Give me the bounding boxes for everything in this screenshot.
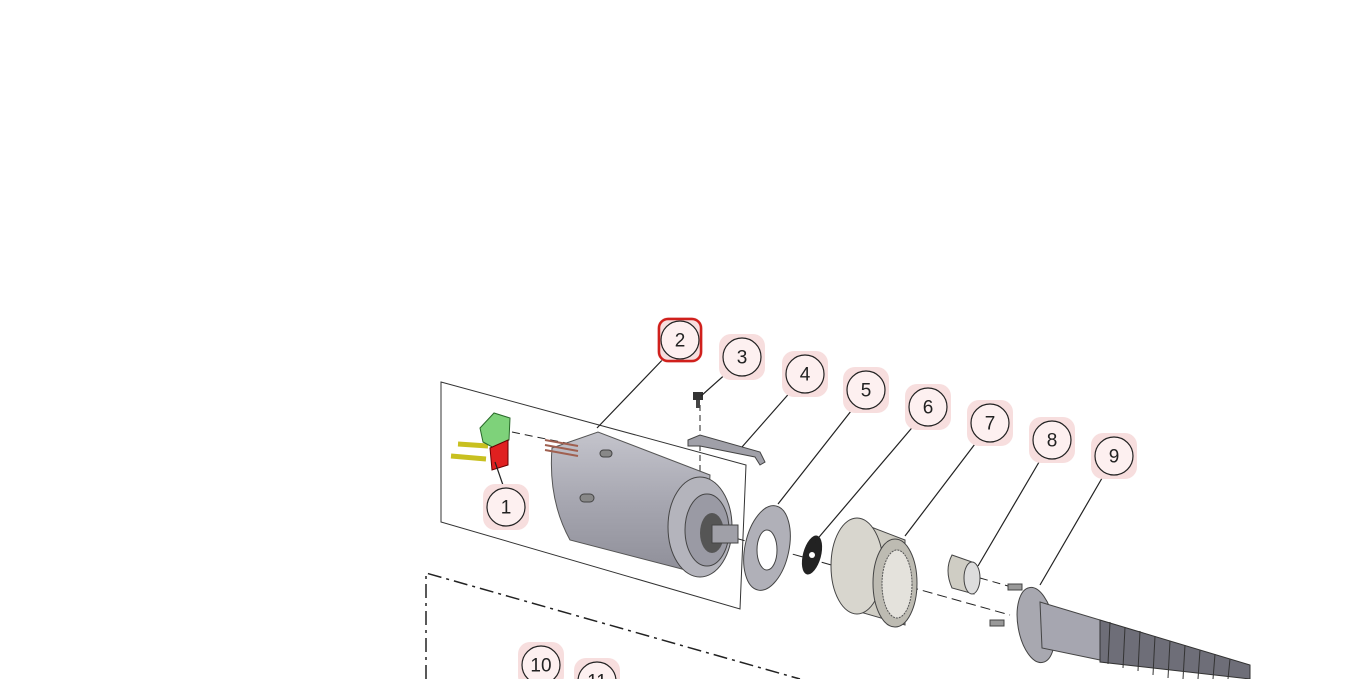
selection-highlight xyxy=(657,317,703,363)
callout-circle xyxy=(785,354,825,394)
callout-circle xyxy=(846,370,886,410)
part-3-screw[interactable] xyxy=(693,392,703,408)
callout-circle xyxy=(486,487,526,527)
callout-10[interactable]: 10 xyxy=(518,642,564,679)
callout-circle xyxy=(722,337,762,377)
callout-circle xyxy=(970,403,1010,443)
callout-11[interactable]: 11 xyxy=(574,658,620,679)
part-1-connector[interactable] xyxy=(450,412,511,471)
callout-4[interactable]: 4 xyxy=(782,351,828,397)
callout-9[interactable]: 9 xyxy=(1091,433,1137,479)
callout-circle xyxy=(660,320,700,360)
part-2-motor[interactable] xyxy=(544,431,739,578)
part-8-pinion[interactable] xyxy=(947,554,981,595)
callout-label: 9 xyxy=(1109,447,1120,468)
part-4-bracket[interactable] xyxy=(687,434,766,466)
callout-5[interactable]: 5 xyxy=(843,367,889,413)
callout-3[interactable]: 3 xyxy=(719,334,765,380)
part-6-black-washer[interactable] xyxy=(798,533,826,576)
leader-lines xyxy=(494,353,1106,586)
callout-label: 5 xyxy=(861,381,872,402)
callout-circle xyxy=(908,387,948,427)
callout-circle xyxy=(577,661,617,679)
callout-label: 10 xyxy=(530,656,551,677)
callout-2[interactable]: 2 xyxy=(657,317,703,363)
dashed-assembly-frame xyxy=(425,572,801,679)
callout-label: 1 xyxy=(501,498,512,519)
callout-7[interactable]: 7 xyxy=(967,400,1013,446)
callout-label: 8 xyxy=(1047,431,1058,452)
callout-label: 7 xyxy=(985,414,996,435)
callout-label: 11 xyxy=(587,672,607,679)
part-5-washer[interactable] xyxy=(737,501,798,594)
callout-label: 6 xyxy=(923,398,934,419)
callout-circle xyxy=(1094,436,1134,476)
subassembly-frame xyxy=(440,381,747,610)
callout-circle xyxy=(1032,420,1072,460)
callout-label: 3 xyxy=(737,348,748,369)
part-7-ring-gear[interactable] xyxy=(830,517,918,628)
callout-1[interactable]: 1 xyxy=(483,484,529,530)
callout-circle xyxy=(521,645,561,679)
callout-6[interactable]: 6 xyxy=(905,384,951,430)
callout-8[interactable]: 8 xyxy=(1029,417,1075,463)
callout-label: 2 xyxy=(675,331,686,352)
part-9-spindle[interactable] xyxy=(989,583,1251,679)
callout-label: 4 xyxy=(800,365,811,386)
